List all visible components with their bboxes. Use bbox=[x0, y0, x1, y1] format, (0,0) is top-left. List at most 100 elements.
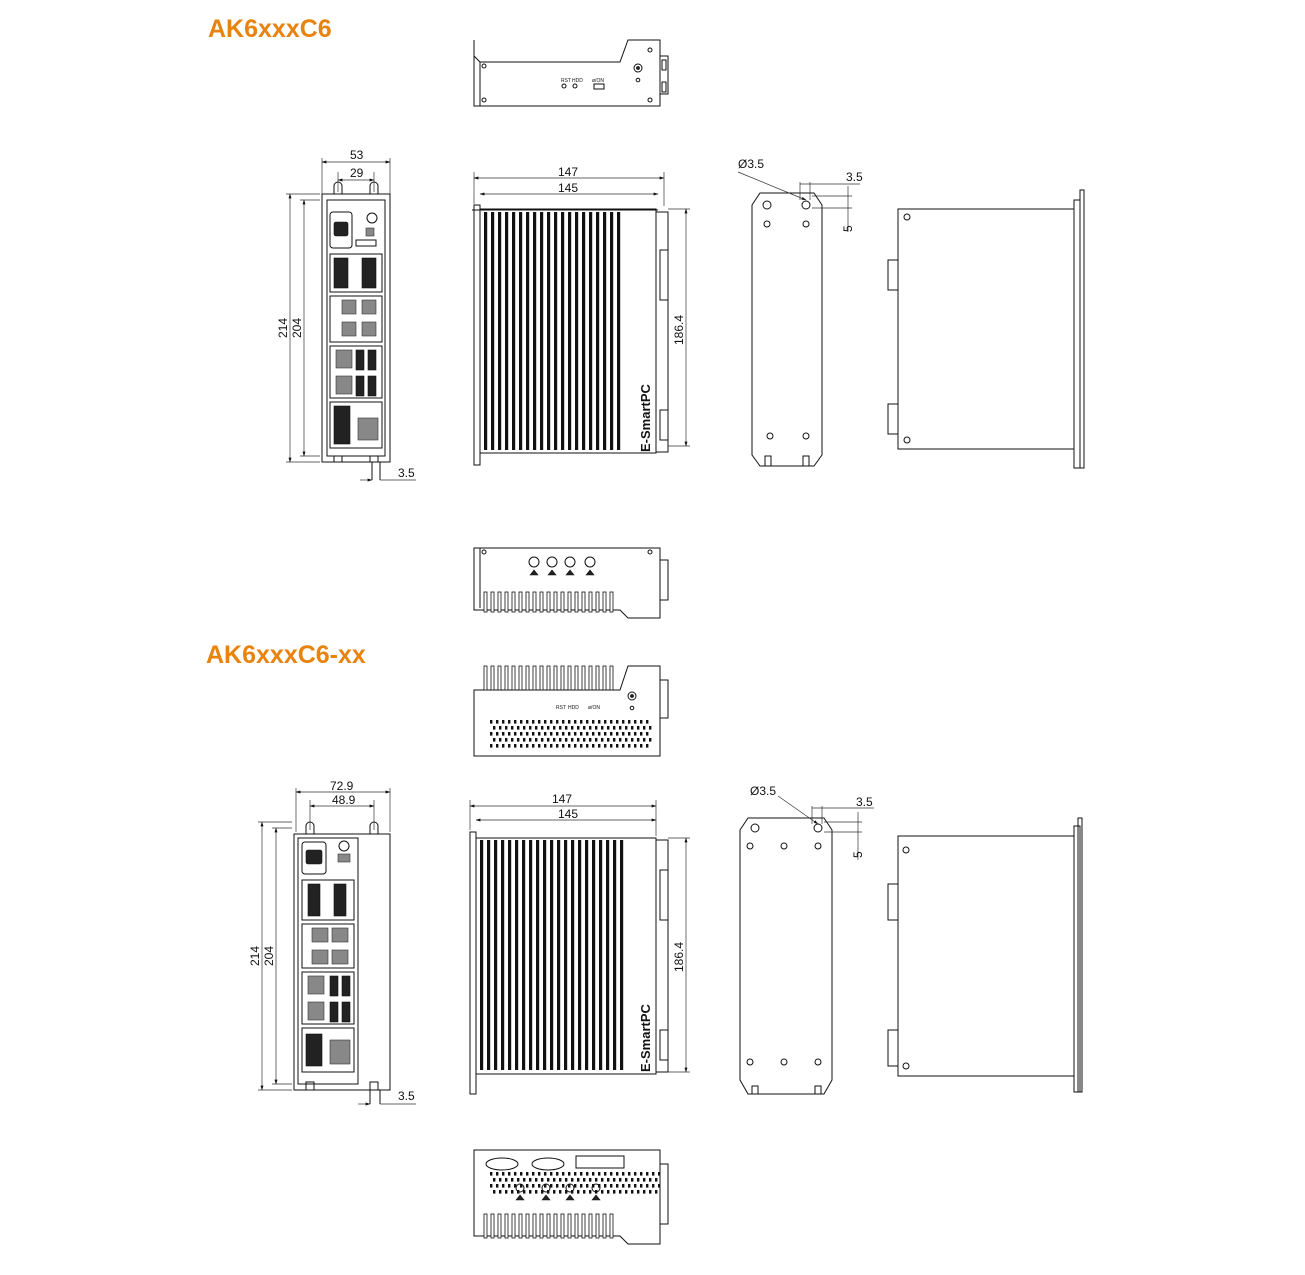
vent-slot bbox=[652, 1172, 655, 1176]
vent-slot bbox=[640, 1184, 643, 1188]
vent-slot bbox=[643, 1178, 646, 1182]
heatsink-fin bbox=[554, 212, 558, 450]
brand-label-2: E-SmartPC bbox=[638, 1003, 653, 1072]
vent-slot bbox=[580, 720, 583, 724]
vent-slot bbox=[496, 1184, 499, 1188]
vent-slot bbox=[559, 1178, 562, 1182]
vent-slot bbox=[550, 1172, 553, 1176]
heatsink-fin bbox=[504, 591, 509, 613]
vent-slot bbox=[508, 732, 511, 736]
vent-slot bbox=[616, 744, 619, 748]
vent-slot bbox=[631, 1178, 634, 1182]
pwr-label-2: ø/ON bbox=[588, 705, 600, 711]
vent-slot bbox=[574, 732, 577, 736]
vent-slot bbox=[523, 738, 526, 742]
vent-slot bbox=[568, 1184, 571, 1188]
heatsink-fin bbox=[546, 665, 551, 691]
vent-slot bbox=[490, 1172, 493, 1176]
vent-slot bbox=[592, 720, 595, 724]
heatsink-fin bbox=[588, 1213, 593, 1239]
vent-slot bbox=[655, 1178, 658, 1182]
heatsink-fin bbox=[533, 212, 537, 450]
vent-slot bbox=[610, 1172, 613, 1176]
vent-slot bbox=[634, 732, 637, 736]
vent-slot bbox=[643, 1190, 646, 1194]
vent-slot bbox=[574, 744, 577, 748]
heatsink-fin bbox=[557, 840, 561, 1070]
vent-slot bbox=[577, 738, 580, 742]
vent-slot bbox=[535, 1178, 538, 1182]
vent-slot bbox=[523, 1190, 526, 1194]
heatsink-fin bbox=[595, 665, 600, 691]
vent-slot bbox=[514, 1184, 517, 1188]
heatsink-fin bbox=[501, 840, 505, 1070]
heatsink-fin bbox=[595, 1213, 600, 1239]
vent-slot bbox=[565, 738, 568, 742]
heatsink-fin bbox=[484, 212, 488, 450]
heatsink-fin bbox=[560, 591, 565, 613]
rst-label: RST bbox=[561, 78, 571, 84]
heatsink-fin bbox=[603, 212, 607, 450]
vent-slot bbox=[547, 726, 550, 730]
vent-slot bbox=[553, 738, 556, 742]
vent-slot bbox=[544, 720, 547, 724]
bottom-view-2 bbox=[473, 1149, 669, 1245]
heatsink-fin bbox=[536, 840, 540, 1070]
antenna-icons-1 bbox=[528, 556, 596, 576]
heatsink-fin bbox=[480, 840, 484, 1070]
vent-slot bbox=[538, 744, 541, 748]
top-view-1: RST HDD ø/ON bbox=[473, 39, 669, 107]
heatsink-fin bbox=[567, 591, 572, 613]
vent-slot bbox=[622, 744, 625, 748]
vent-slot bbox=[538, 1172, 541, 1176]
vent-slot bbox=[562, 744, 565, 748]
vent-slot bbox=[619, 1190, 622, 1194]
vent-slot bbox=[535, 726, 538, 730]
vent-slot bbox=[586, 720, 589, 724]
vent-slot bbox=[625, 1178, 628, 1182]
vent-slot bbox=[511, 726, 514, 730]
vent-slot bbox=[604, 744, 607, 748]
heatsink-fin bbox=[497, 665, 502, 691]
vent-slot bbox=[514, 744, 517, 748]
heatsink-fin bbox=[609, 591, 614, 613]
vent-slot bbox=[508, 1172, 511, 1176]
vent-slot bbox=[589, 726, 592, 730]
vent-slot bbox=[598, 1172, 601, 1176]
vent-slot bbox=[493, 726, 496, 730]
vent-slot bbox=[565, 1190, 568, 1194]
heatsink-fin bbox=[606, 840, 610, 1070]
vent-slot bbox=[508, 1184, 511, 1188]
vent-slot bbox=[577, 1190, 580, 1194]
heatsink-fin bbox=[505, 212, 509, 450]
vent-slot bbox=[496, 744, 499, 748]
vent-slot bbox=[589, 738, 592, 742]
heatsink-fin bbox=[592, 840, 596, 1070]
dim-side-width-inner-1: 145 bbox=[558, 181, 578, 195]
vent-slot bbox=[571, 738, 574, 742]
vent-slot bbox=[610, 732, 613, 736]
vent-slot bbox=[613, 1178, 616, 1182]
vent-slot bbox=[499, 738, 502, 742]
vent-slot bbox=[496, 1172, 499, 1176]
dim-height-inner-1: 204 bbox=[290, 318, 304, 338]
pwr-label: ø/ON bbox=[592, 78, 604, 84]
brand-label-1: E-SmartPC bbox=[638, 383, 653, 452]
front-dims-2: 72.9 48.9 214 204 3.5 bbox=[248, 779, 416, 1106]
vent-slot bbox=[502, 1184, 505, 1188]
heatsink-fin bbox=[525, 591, 530, 613]
vent-slot bbox=[628, 744, 631, 748]
vent-slot bbox=[607, 1190, 610, 1194]
heatsink-fin bbox=[483, 591, 488, 613]
vent-slot bbox=[532, 1184, 535, 1188]
vent-slot bbox=[655, 1190, 658, 1194]
vent-slot bbox=[595, 1178, 598, 1182]
vent-slot bbox=[568, 732, 571, 736]
vent-slot bbox=[640, 1172, 643, 1176]
vent-slot bbox=[583, 738, 586, 742]
model-title-2: AK6xxxC6-xx bbox=[206, 641, 366, 669]
heatsink-fin bbox=[561, 212, 565, 450]
vent-slot bbox=[526, 720, 529, 724]
heatsink-fin bbox=[581, 665, 586, 691]
heatsink-fin bbox=[532, 591, 537, 613]
